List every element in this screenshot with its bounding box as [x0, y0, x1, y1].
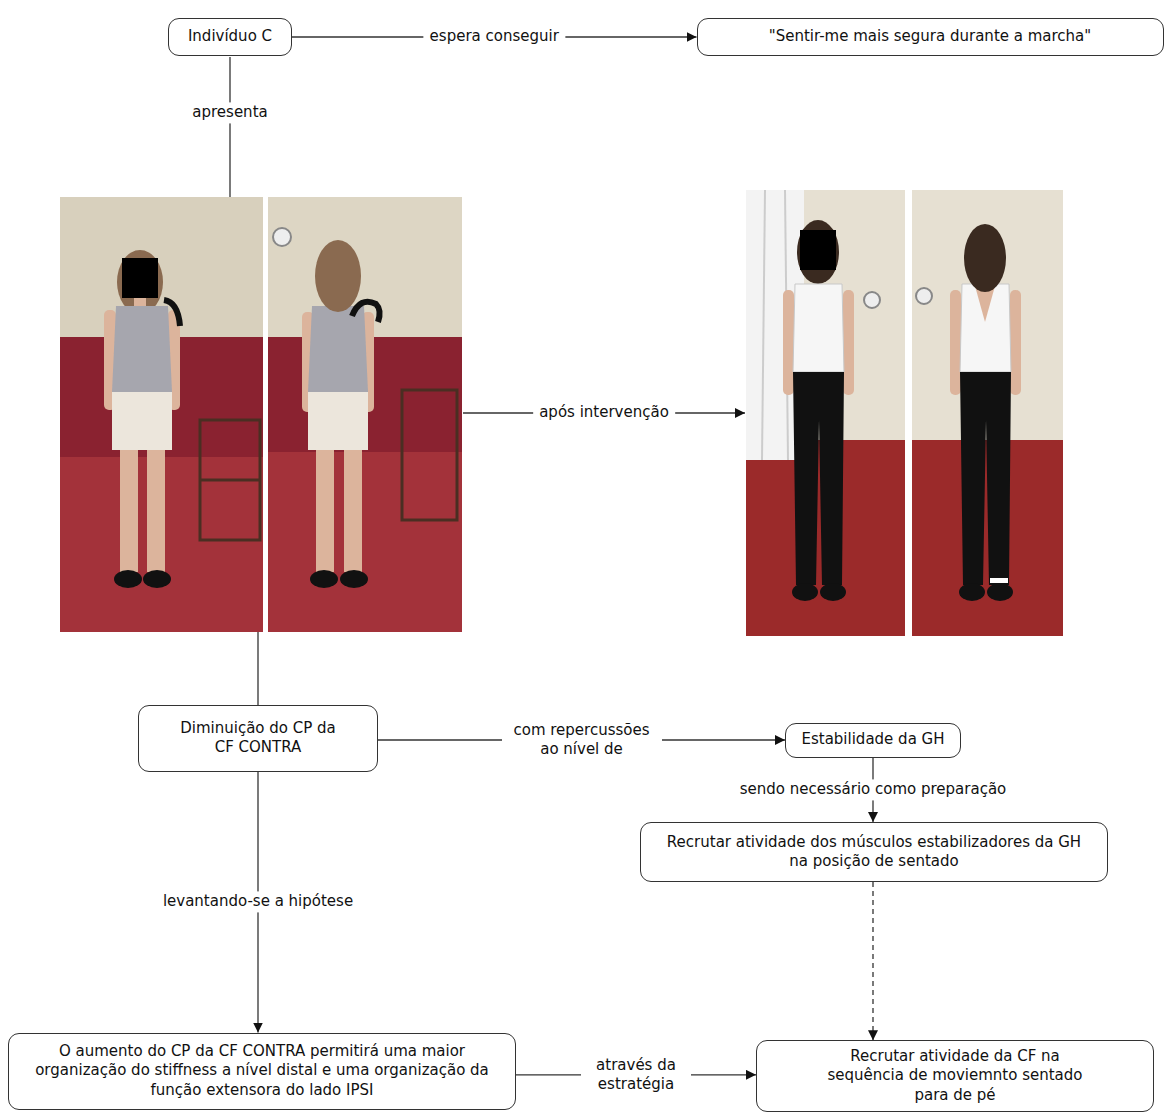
white-top: [960, 284, 1011, 372]
kinesio-tape: [352, 302, 380, 322]
edge-label: espera conseguir: [424, 26, 565, 47]
connector-arrow: [872, 882, 873, 1040]
hair: [797, 220, 839, 284]
edge-label: com repercussões ao nível de: [502, 720, 662, 760]
box-text: Recrutar atividade dos músculos estabili…: [665, 833, 1083, 871]
black-trousers: [960, 372, 1011, 585]
box-text: Diminuição do CP da CF CONTRA: [169, 719, 347, 757]
shelf: [402, 390, 457, 520]
shorts: [112, 392, 172, 450]
hair: [117, 250, 163, 314]
process-box: Indivíduo C: [168, 18, 292, 56]
hair: [964, 224, 1006, 292]
process-box: Estabilidade da GH: [785, 723, 961, 758]
leg: [120, 450, 138, 572]
shoe: [987, 583, 1013, 601]
sock: [990, 578, 1008, 583]
wall-clock: [273, 228, 291, 246]
leader-line: [229, 57, 230, 197]
face-mask: [122, 258, 158, 298]
photo-before-front: [60, 197, 263, 632]
face-mask: [800, 230, 836, 270]
process-box: Diminuição do CP da CF CONTRA: [138, 705, 378, 772]
edge-label: sendo necessário como preparação: [734, 779, 1013, 800]
box-text: O aumento do CP da CF CONTRA permitirá u…: [25, 1042, 499, 1100]
tank-top: [308, 306, 368, 392]
shelf: [200, 420, 260, 540]
edge-label: levantando-se a hipótese: [157, 891, 359, 912]
curtain-fold: [762, 190, 765, 460]
shelf: [200, 479, 260, 482]
line-label: apresenta: [186, 102, 273, 123]
arm: [1010, 290, 1021, 395]
photo-after-front: [746, 190, 905, 636]
white-top: [793, 284, 844, 372]
box-text: "Sentir-me mais segura durante a marcha": [769, 27, 1091, 46]
leg: [344, 450, 362, 572]
wall-clock: [864, 292, 880, 308]
tank-top: [112, 306, 172, 392]
shoe: [340, 570, 368, 588]
shoe: [959, 583, 985, 601]
box-text: Estabilidade da GH: [801, 730, 944, 749]
leg: [147, 450, 165, 572]
arm: [783, 290, 794, 395]
photo-before-back: [268, 197, 462, 632]
leader-line: [257, 632, 258, 705]
photo-divider: [263, 197, 268, 632]
arm: [843, 290, 854, 395]
arm: [950, 290, 961, 395]
black-trousers: [793, 372, 844, 585]
photo-after-back: [912, 190, 1063, 636]
shoe: [143, 570, 171, 588]
process-box: "Sentir-me mais segura durante a marcha": [697, 18, 1164, 56]
process-box: Recrutar atividade da CF na sequência de…: [756, 1040, 1154, 1112]
process-box: Recrutar atividade dos músculos estabili…: [640, 822, 1108, 882]
box-text: Recrutar atividade da CF na sequência de…: [827, 1047, 1083, 1105]
shoe: [792, 583, 818, 601]
wall-clock: [916, 288, 932, 304]
floor: [268, 452, 462, 632]
leg: [316, 450, 334, 572]
kinesio-tape: [164, 300, 180, 326]
hair: [315, 240, 361, 312]
shoe: [310, 570, 338, 588]
shorts: [308, 392, 368, 450]
shoe: [820, 583, 846, 601]
box-text: Indivíduo C: [188, 27, 272, 46]
line-label: após intervenção: [533, 402, 675, 423]
shoe: [114, 570, 142, 588]
edge-label: através da estratégia: [581, 1055, 691, 1095]
process-box: O aumento do CP da CF CONTRA permitirá u…: [8, 1033, 516, 1110]
photo-divider: [905, 190, 912, 636]
